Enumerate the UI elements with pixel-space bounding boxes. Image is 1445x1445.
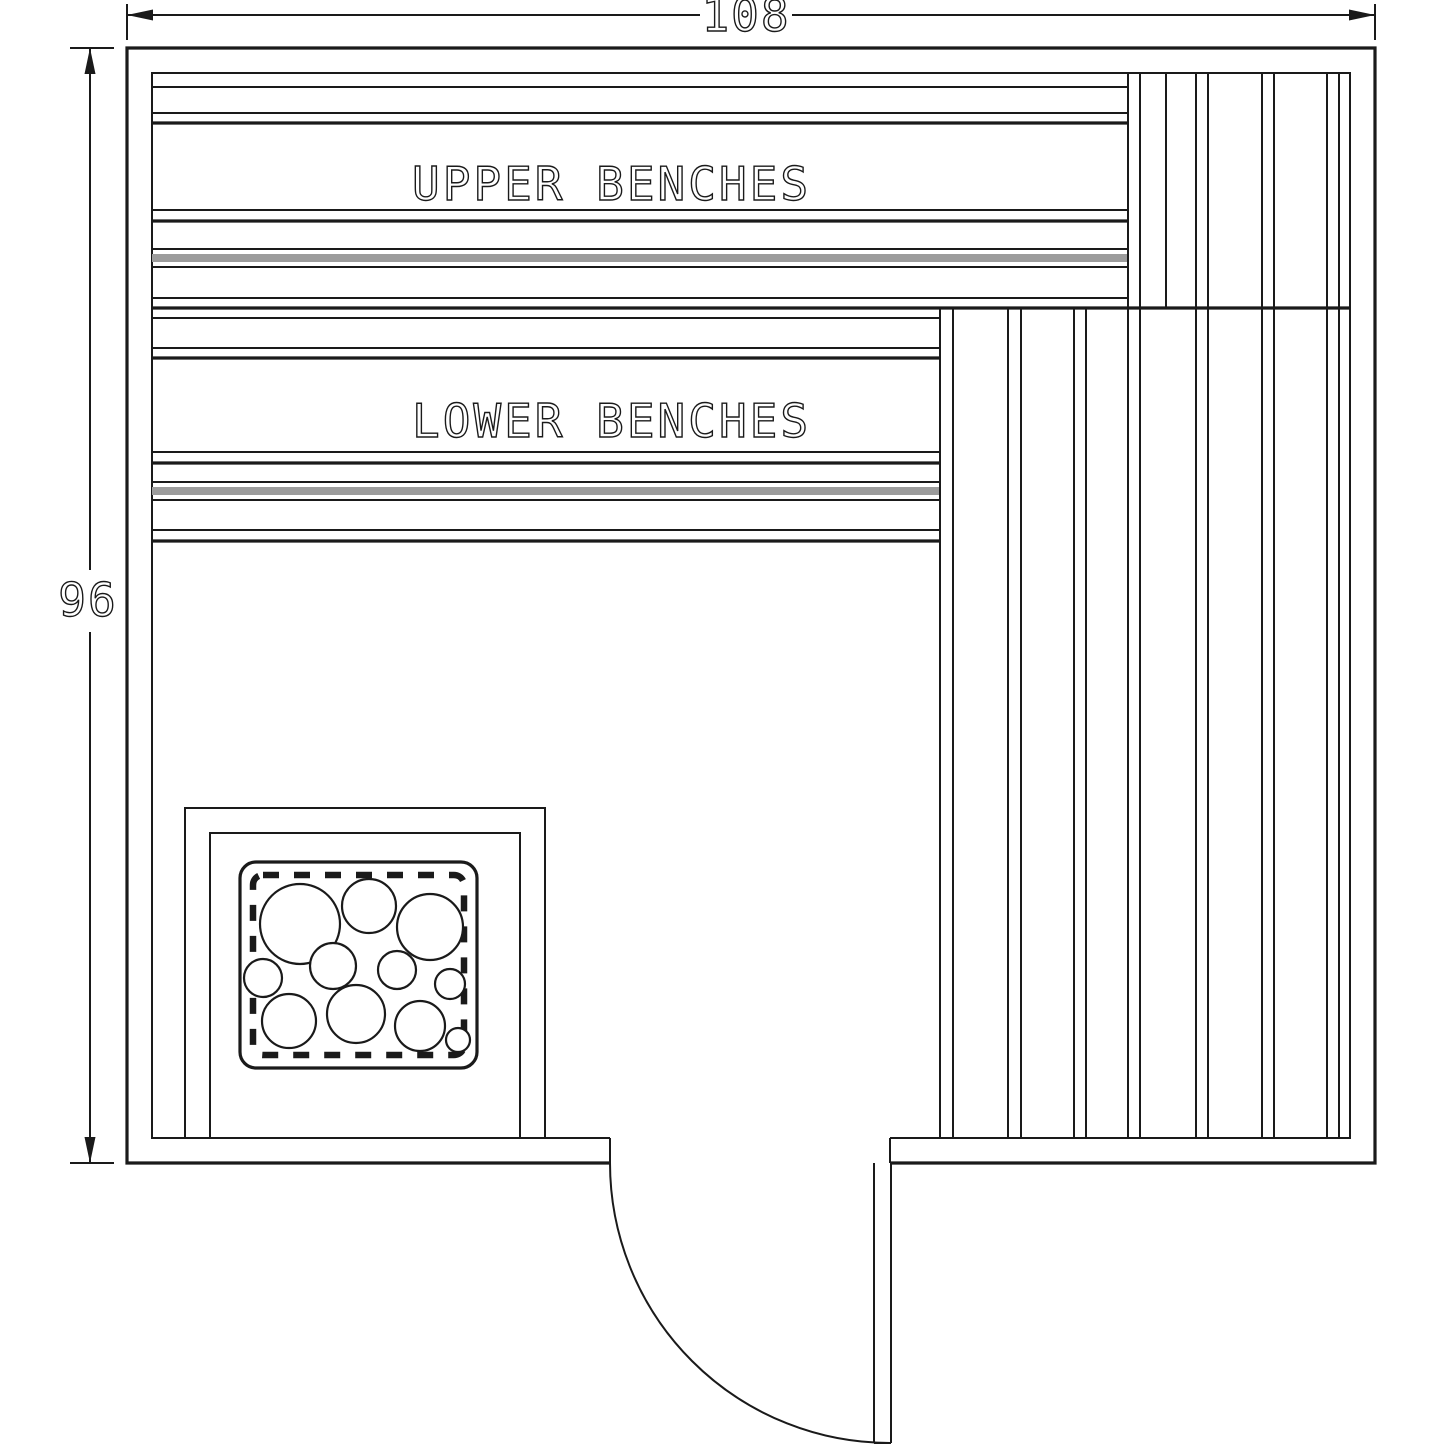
rock — [376, 949, 418, 991]
heater-rocks — [242, 877, 472, 1054]
rock — [308, 941, 358, 991]
dimension-height: 96 — [58, 47, 117, 1164]
lower-benches-label: LOWER BENCHES — [412, 394, 811, 448]
upper-benches: UPPER BENCHES — [152, 86, 1350, 310]
rock — [242, 957, 284, 999]
door — [609, 1162, 892, 1444]
width-dimension-label: 108 — [701, 0, 790, 42]
heater-guard — [249, 871, 468, 1059]
rock — [260, 992, 318, 1050]
right-wall-planks-upper — [1127, 73, 1340, 308]
rock — [340, 877, 398, 935]
outer-wall — [125, 46, 1377, 1165]
heater-enclosure-inner — [209, 832, 521, 1138]
height-dimension-label: 96 — [58, 573, 117, 627]
upper-benches-label: UPPER BENCHES — [412, 157, 811, 211]
arrow-left-icon — [127, 9, 153, 21]
bench-support-bar — [152, 487, 940, 495]
dimension-width: 108 — [126, 0, 1376, 43]
rock — [325, 983, 387, 1045]
lower-benches: LOWER BENCHES — [152, 317, 940, 543]
room-walls — [125, 46, 1377, 1165]
rock — [395, 892, 465, 962]
rock — [258, 882, 342, 966]
heater — [184, 807, 546, 1138]
arrow-down-icon — [84, 1137, 96, 1163]
rock — [433, 967, 467, 1001]
rock — [444, 1026, 472, 1054]
arrow-up-icon — [84, 48, 96, 74]
bench-support-bar — [152, 254, 1128, 262]
arrow-right-icon — [1349, 9, 1375, 21]
right-wall-planks-lower — [939, 308, 1340, 1138]
heater-body — [238, 860, 479, 1070]
door-swing-arc — [609, 1162, 891, 1444]
rock — [393, 999, 447, 1053]
heater-enclosure-outer — [184, 807, 546, 1138]
